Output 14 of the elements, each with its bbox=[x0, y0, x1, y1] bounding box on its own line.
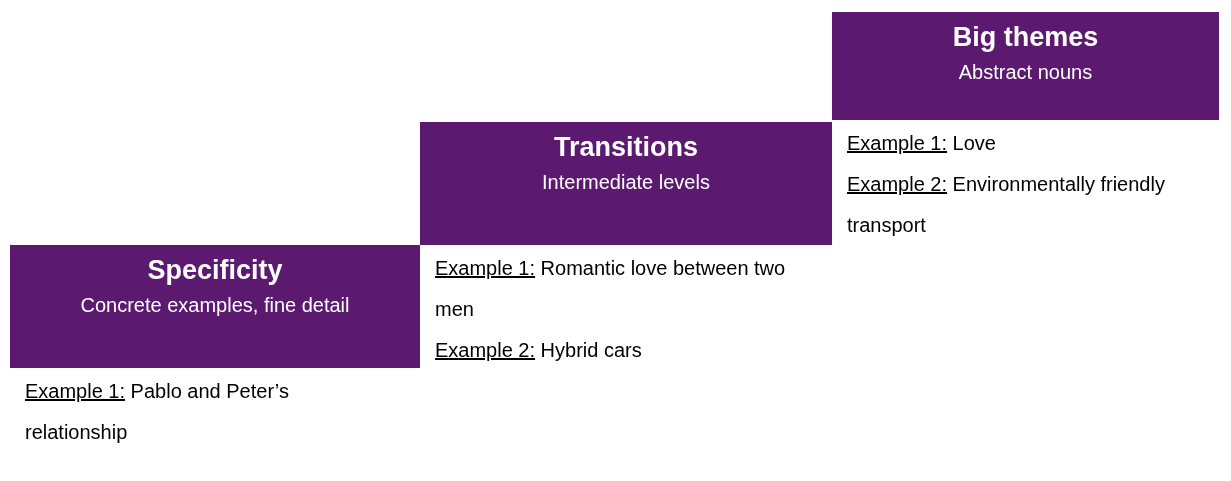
step-subheading: Concrete examples, fine detail bbox=[79, 293, 351, 318]
example-text: Example 2: Environmentally friendly transport bbox=[847, 172, 1166, 238]
example-text: Example 1: Romantic love between two men bbox=[435, 256, 787, 322]
example-text: Example 2: Hybrid cars bbox=[435, 338, 643, 363]
example-text: Example 1: Pablo and Peter’s relationship bbox=[25, 379, 290, 445]
example-text: Example 1: Love bbox=[847, 131, 997, 156]
step-heading: Transitions bbox=[553, 131, 699, 164]
step-subheading: Abstract nouns bbox=[957, 60, 1094, 85]
step-heading: Specificity bbox=[146, 254, 284, 287]
step-box bbox=[832, 12, 1219, 120]
step-box bbox=[10, 245, 420, 368]
step-heading: Big themes bbox=[951, 21, 1100, 54]
step-box bbox=[420, 122, 832, 245]
step-subheading: Intermediate levels bbox=[541, 170, 711, 195]
